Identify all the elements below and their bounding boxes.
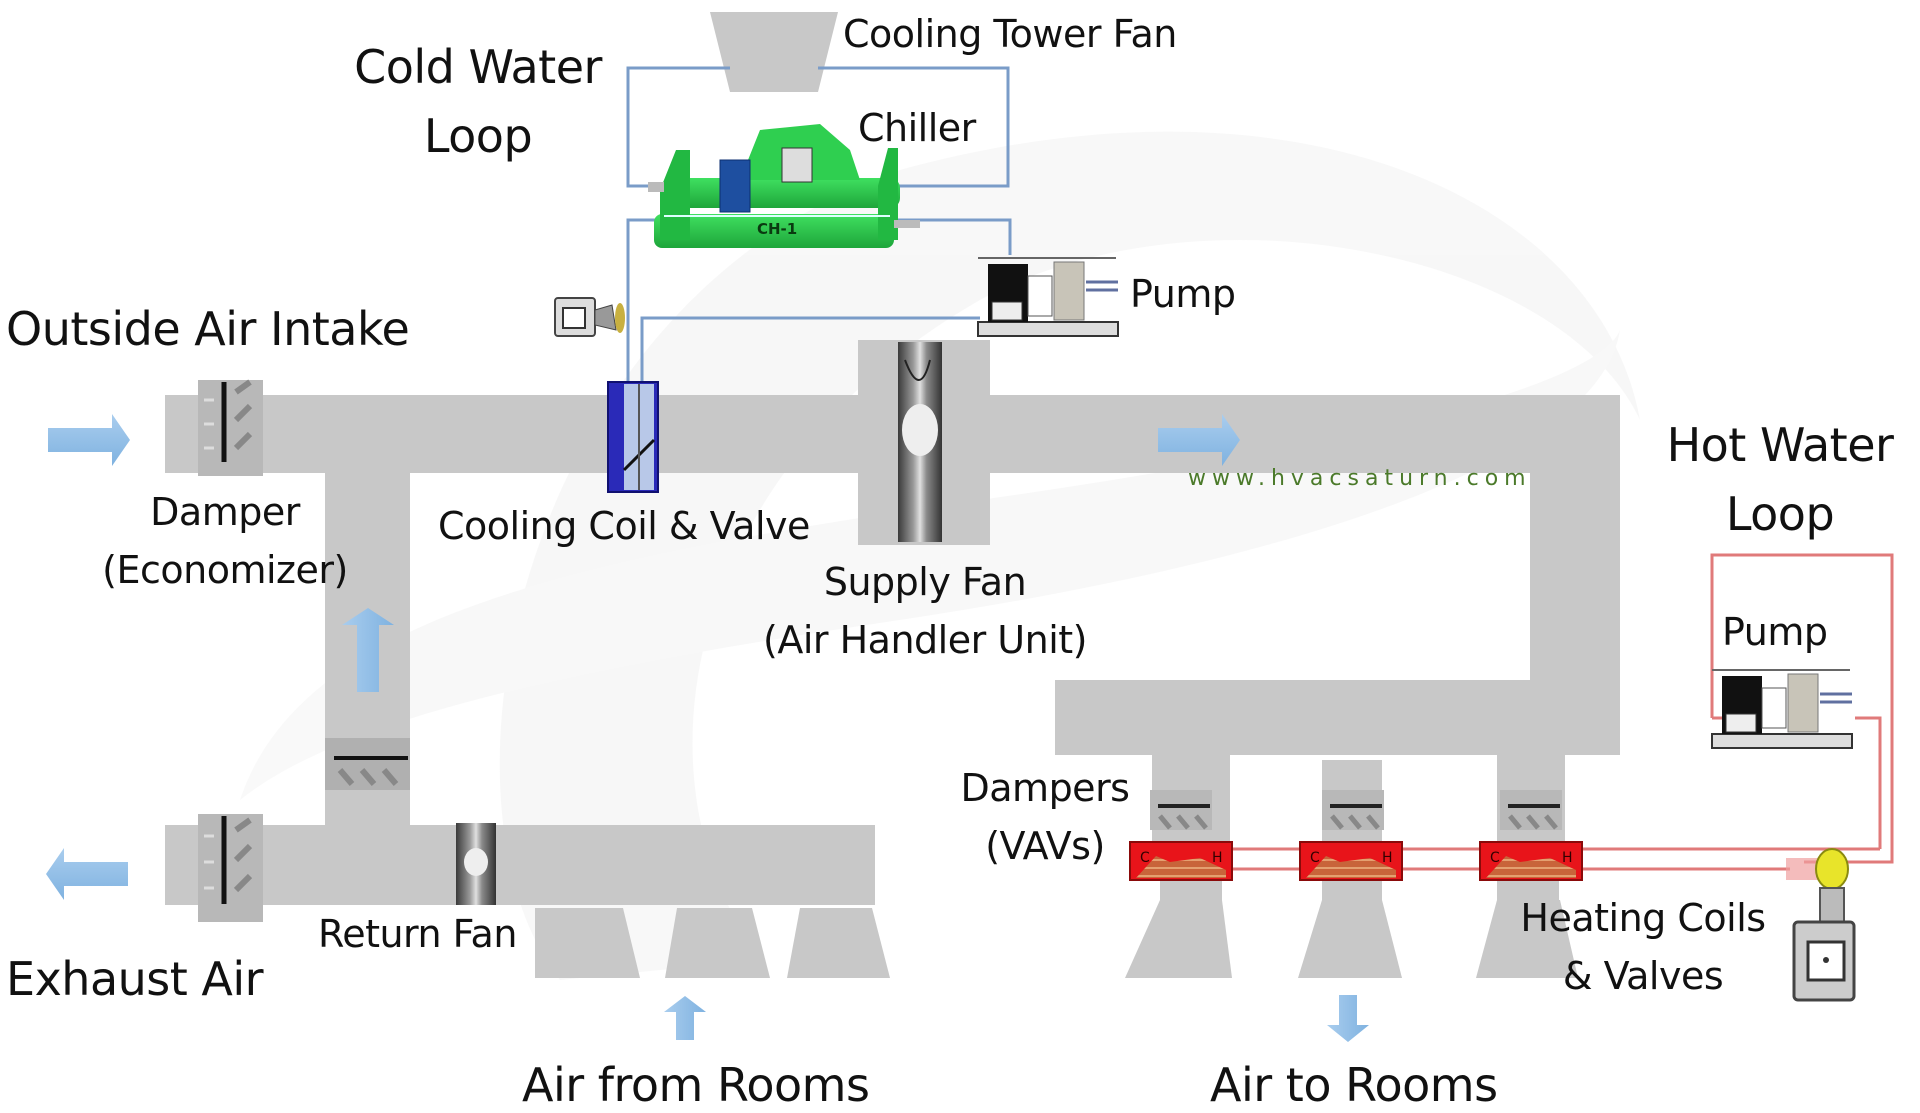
heating-coil-2: C H: [1299, 841, 1403, 881]
recirculation-damper: [325, 738, 410, 790]
dampers-vavs-line1: Dampers: [960, 766, 1130, 810]
supply-fan-icon: [898, 342, 942, 542]
svg-text:H: H: [1562, 850, 1573, 866]
return-grille-3: [787, 908, 890, 978]
hot-water-loop-line1: Hot Water: [1666, 418, 1894, 472]
cooling-tower-fan: [710, 12, 838, 92]
heating-coils-line2: & Valves: [1562, 953, 1724, 998]
svg-text:C: C: [1490, 850, 1500, 866]
chiller-icon: CH-1: [648, 124, 920, 248]
cold-water-loop-label: Cold Water Loop: [338, 40, 618, 164]
air-from-rooms-label: Air from Rooms: [522, 1058, 870, 1112]
heating-coil-3: C H: [1479, 841, 1583, 881]
return-grille-1: [535, 908, 640, 978]
exhaust-air-label: Exhaust Air: [6, 952, 264, 1006]
svg-text:H: H: [1212, 850, 1223, 866]
return-fan-label: Return Fan: [318, 912, 517, 956]
outside-air-intake-label: Outside Air Intake: [6, 302, 410, 356]
pump-hot-label: Pump: [1722, 610, 1828, 654]
cooling-coil-valve-label: Cooling Coil & Valve: [438, 504, 810, 548]
supply-fan-line2: (Air Handler Unit): [763, 617, 1087, 662]
cold-water-loop-line2: Loop: [423, 109, 533, 164]
background-watermark-swoosh: [240, 131, 1640, 980]
return-duct: [165, 825, 875, 905]
supply-diffuser-3: [1476, 900, 1578, 978]
svg-text:C: C: [1310, 850, 1320, 866]
watermark-url: www.hvacsaturn.com: [1188, 466, 1532, 491]
arrow-right-icon: [48, 414, 130, 466]
svg-text:C: C: [1140, 850, 1150, 866]
supply-diffuser-2: [1298, 900, 1402, 978]
arrow-right-icon: [1158, 414, 1240, 466]
air-to-rooms-label: Air to Rooms: [1210, 1058, 1498, 1112]
hot-water-loop-line2: Loop: [1725, 487, 1835, 542]
damper-label-line2: (Economizer): [102, 547, 348, 592]
cooling-valve-actuator-icon: [554, 297, 625, 337]
arrow-left-icon: [46, 848, 128, 900]
pump-cold-label: Pump: [1130, 272, 1236, 316]
arrow-down-icon: [1327, 995, 1369, 1042]
heating-coils-line1: Heating Coils: [1520, 896, 1766, 940]
outside-air-damper: [198, 379, 263, 476]
dampers-vavs-label: Dampers (VAVs): [950, 766, 1140, 869]
heating-coils-valves-label: Heating Coils & Valves: [1508, 896, 1778, 999]
chilled-water-pump-icon: [977, 257, 1119, 337]
return-fan-icon: [456, 823, 496, 905]
supply-duct-bottom: [1055, 680, 1620, 755]
damper-economizer-label: Damper (Economizer): [70, 490, 380, 593]
cold-water-loop-line1: Cold Water: [354, 40, 602, 94]
cooling-coil: [607, 381, 659, 493]
heating-valve-icon: [1786, 848, 1856, 1002]
chiller-label: Chiller: [858, 106, 976, 150]
cold-water-loop: [626, 66, 1012, 395]
svg-text:H: H: [1382, 850, 1393, 866]
arrow-up-icon: [342, 608, 394, 692]
heating-coil-1: C H: [1129, 841, 1233, 881]
vav-damper-1: [1150, 790, 1212, 830]
damper-label-line1: Damper: [150, 490, 300, 534]
exhaust-air-damper: [198, 814, 263, 922]
cooling-tower-fan-label: Cooling Tower Fan: [843, 12, 1177, 56]
return-grille-2: [665, 908, 770, 978]
chiller-tag: CH-1: [757, 220, 797, 238]
arrow-up-icon: [664, 996, 706, 1040]
vav-damper-3: [1500, 790, 1562, 830]
supply-diffuser-1: [1125, 900, 1232, 978]
vav-damper-2: [1322, 790, 1384, 830]
hot-water-loop-label: Hot Water Loop: [1640, 418, 1920, 542]
supply-fan-label: Supply Fan (Air Handler Unit): [735, 560, 1115, 663]
airflow-arrows: [46, 414, 1369, 1042]
supply-fan-line1: Supply Fan: [823, 560, 1027, 604]
hot-water-pump-icon: [1711, 669, 1853, 749]
dampers-vavs-line2: (VAVs): [985, 823, 1105, 868]
